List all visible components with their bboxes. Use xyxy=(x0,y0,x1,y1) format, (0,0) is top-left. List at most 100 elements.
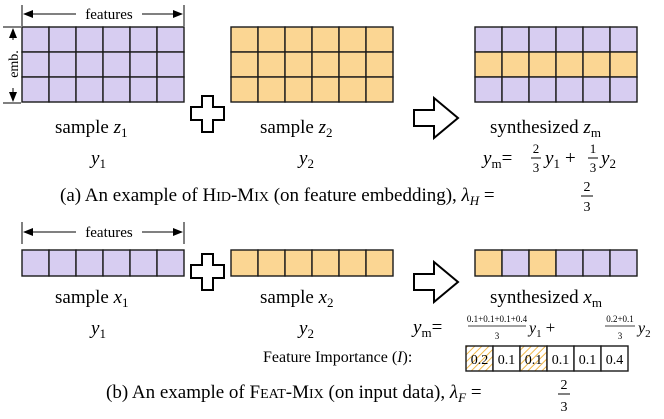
svg-text:3: 3 xyxy=(584,200,591,215)
label-y2-bottom: y2 xyxy=(297,318,314,341)
embedding-cell xyxy=(129,51,158,78)
input-row-xm xyxy=(474,249,638,277)
feature-cell xyxy=(21,249,50,277)
feature-cell xyxy=(129,249,158,277)
embedding-cell xyxy=(102,76,131,103)
sample-x2-label: sample x2 xyxy=(260,287,334,310)
label-y2-top: y2 xyxy=(297,148,314,171)
feature-importance-label: Feature Importance (I): xyxy=(263,349,412,366)
embedding-cell xyxy=(230,76,259,103)
importance-cell xyxy=(600,345,629,372)
embedding-cell xyxy=(474,76,503,103)
mixed-label-formula-top: ym= 2 3 y1+ 1 3 y2 xyxy=(481,141,616,175)
embedding-cell xyxy=(230,26,259,53)
embedding-cell xyxy=(21,51,50,78)
embedding-cell xyxy=(501,26,530,53)
feature-cell xyxy=(102,249,131,277)
feature-cell xyxy=(230,249,259,277)
embedding-dimension-marker: emb. xyxy=(3,26,22,104)
embedding-cell xyxy=(582,76,611,103)
embedding-cell xyxy=(75,51,104,78)
svg-text:3: 3 xyxy=(618,331,623,341)
embedding-cell xyxy=(528,51,557,78)
features-label-top: features xyxy=(85,7,133,23)
embedding-cell xyxy=(21,76,50,103)
embedding-cell xyxy=(48,26,77,53)
embedding-cell xyxy=(609,76,638,103)
embedding-cell xyxy=(311,26,340,53)
importance-value: 0.4 xyxy=(606,353,624,368)
embedding-cell xyxy=(338,76,367,103)
input-row-x2 xyxy=(230,249,394,277)
caption-b: (b) An example of FEAT-MIX (on input dat… xyxy=(106,378,570,415)
embedding-cell xyxy=(365,76,394,103)
svg-text:3: 3 xyxy=(561,400,568,415)
plus-icon-bottom xyxy=(190,253,225,291)
embedding-cell xyxy=(555,51,584,78)
embedding-cell xyxy=(582,26,611,53)
features-label-bottom: features xyxy=(85,225,133,241)
embedding-cell xyxy=(129,76,158,103)
label-y1-top: y1 xyxy=(89,148,106,171)
embedding-cell xyxy=(474,26,503,53)
embedding-cell xyxy=(102,51,131,78)
feature-cell xyxy=(528,249,557,277)
svg-text:0.2+0.1: 0.2+0.1 xyxy=(606,314,634,324)
synthesized-zm-label: synthesized zm xyxy=(490,117,601,140)
importance-value: 0.1 xyxy=(498,353,516,368)
feature-cell xyxy=(284,249,313,277)
embedding-cell xyxy=(528,26,557,53)
svg-text:2: 2 xyxy=(584,180,591,195)
embedding-cell xyxy=(582,51,611,78)
importance-value: 0.1 xyxy=(525,353,543,368)
embedding-cell xyxy=(311,76,340,103)
embedding-cell xyxy=(501,51,530,78)
embedding-cell xyxy=(48,51,77,78)
caption-a: (a) An example of HID-MIX (on feature em… xyxy=(60,180,593,215)
svg-text:y2: y2 xyxy=(636,320,651,340)
svg-text:3: 3 xyxy=(590,160,597,175)
embedding-cell xyxy=(501,76,530,103)
embedding-cell xyxy=(156,26,185,53)
embedding-grid-zm xyxy=(474,26,638,103)
embedding-cell xyxy=(365,51,394,78)
feature-cell xyxy=(474,249,503,277)
embedding-cell xyxy=(102,26,131,53)
svg-text:3: 3 xyxy=(495,331,500,341)
feature-cell xyxy=(75,249,104,277)
embedding-cell xyxy=(338,51,367,78)
svg-text:y1+: y1+ xyxy=(543,148,576,171)
embedding-cell xyxy=(338,26,367,53)
feature-cell xyxy=(48,249,77,277)
embedding-grid-z2 xyxy=(230,26,394,103)
feature-cell xyxy=(338,249,367,277)
svg-text:3: 3 xyxy=(533,160,540,175)
feature-cell xyxy=(257,249,286,277)
embedding-cell xyxy=(75,76,104,103)
embedding-cell xyxy=(528,76,557,103)
embedding-cell xyxy=(156,51,185,78)
features-dimension-marker-bottom: features xyxy=(21,222,185,244)
svg-text:2: 2 xyxy=(561,378,568,393)
embedding-cell xyxy=(257,76,286,103)
embedding-cell xyxy=(555,26,584,53)
sample-x1-label: sample x1 xyxy=(55,287,129,310)
embedding-cell xyxy=(230,51,259,78)
embedding-cell xyxy=(609,51,638,78)
embedding-grid-z1 xyxy=(21,26,185,103)
svg-text:ym=: ym= xyxy=(481,148,512,171)
mixed-label-formula-bottom: ym= 0.1+0.1+0.1+0.4 3 y1+ 0.2+0.1 3 y2 xyxy=(411,314,651,341)
embedding-cell xyxy=(311,51,340,78)
svg-text:2: 2 xyxy=(533,141,540,156)
feature-cell xyxy=(311,249,340,277)
importance-value: 0.1 xyxy=(552,353,570,368)
emb-label: emb. xyxy=(7,50,22,78)
embedding-cell xyxy=(21,26,50,53)
embedding-cell xyxy=(129,26,158,53)
importance-value: 0.2 xyxy=(471,353,489,368)
sample-z1-label: sample z1 xyxy=(55,117,127,140)
svg-text:1: 1 xyxy=(590,141,597,156)
embedding-cell xyxy=(48,76,77,103)
importance-value: 0.1 xyxy=(579,353,597,368)
svg-text:(b) An example of FEAT-MIX (on: (b) An example of FEAT-MIX (on input dat… xyxy=(106,382,482,405)
